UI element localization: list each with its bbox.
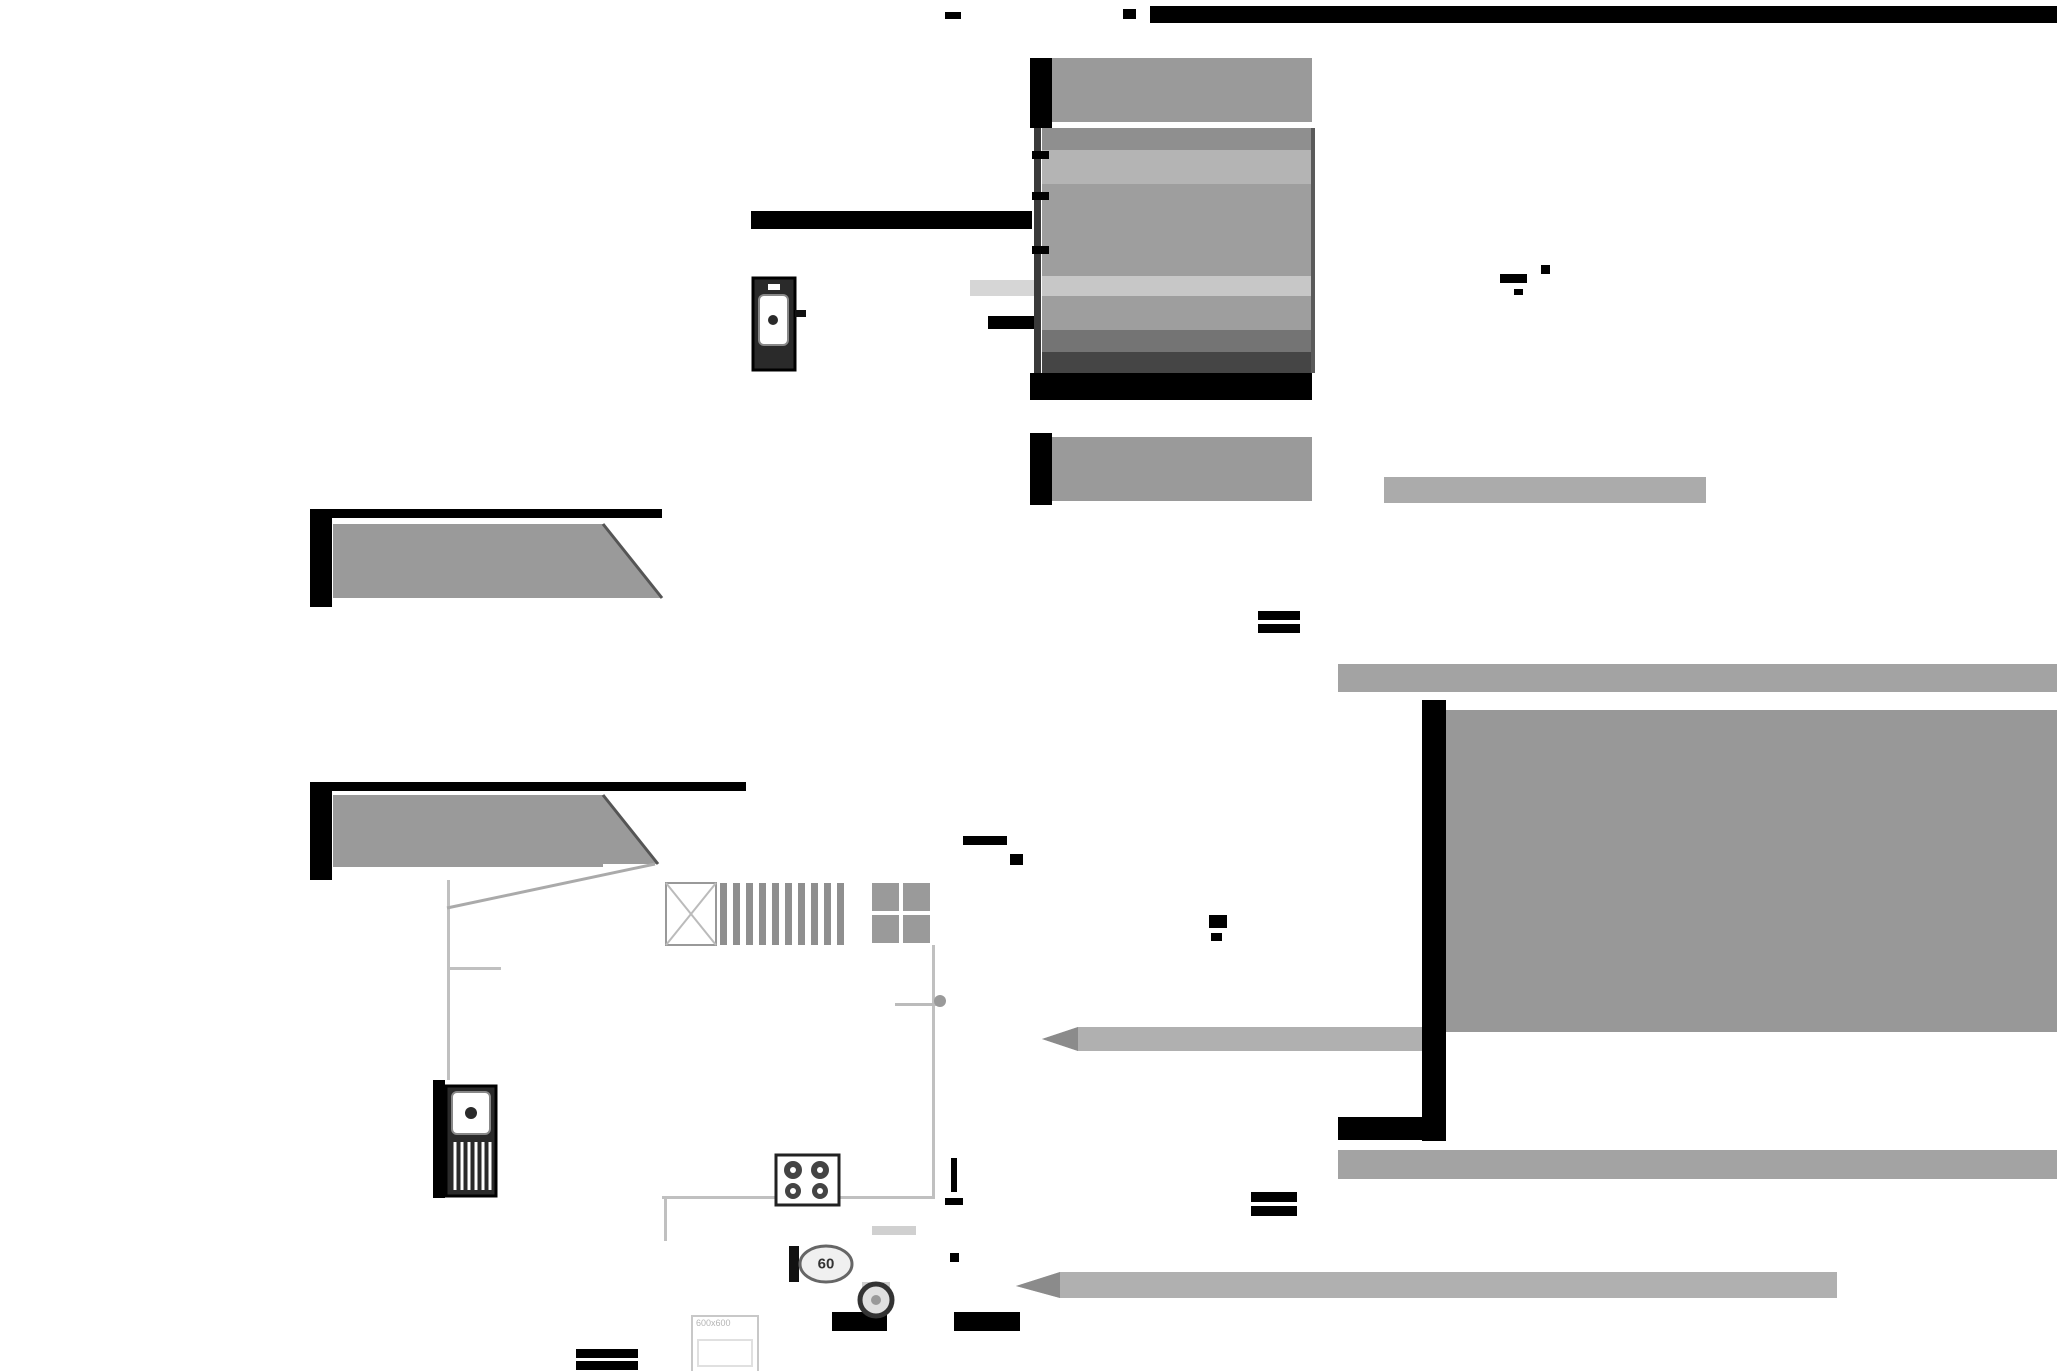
point-mark — [950, 1253, 959, 1262]
stair-tread — [733, 883, 740, 945]
kitchen-wall-top — [751, 211, 1032, 229]
shaft-lower-fill — [1052, 437, 1312, 501]
counter-line-vertical — [932, 945, 935, 1198]
door-mark-tick — [1514, 289, 1523, 295]
window-marks-b-2 — [1251, 1206, 1297, 1216]
counter-line-corner — [664, 1199, 667, 1241]
column-mark-bar — [963, 836, 1007, 845]
balcony-b-wall-left — [310, 784, 332, 880]
toilet-fixture — [857, 1281, 895, 1319]
balcony-a-wall-top — [310, 509, 662, 518]
window-marks-a-2 — [1258, 624, 1300, 633]
stair-tread — [798, 883, 805, 945]
balcony-b-fill — [333, 795, 603, 867]
window-marks-c-1 — [576, 1349, 638, 1358]
stair-mark-tick — [1211, 933, 1222, 941]
handle-line — [895, 1003, 943, 1006]
shaft-band-light — [1042, 150, 1312, 184]
stair-tread — [759, 883, 766, 945]
stair-mark-square — [1209, 915, 1227, 928]
sink-bowl-lower — [451, 1091, 491, 1135]
top-wall-tick-left — [945, 12, 961, 19]
stair-tread — [811, 883, 818, 945]
stair-treads — [720, 883, 844, 945]
door-sill-right — [954, 1312, 1020, 1331]
radiator-stripes — [453, 1142, 492, 1190]
corridor-bar-upper — [1384, 477, 1706, 503]
stair-tread — [720, 883, 727, 945]
shaft-hinge-tick-3 — [1032, 246, 1049, 254]
appliance-size-label: 600x600 — [696, 1318, 731, 1328]
fixture-dash-light — [872, 1226, 916, 1235]
partition-line — [951, 1158, 957, 1192]
door-sill-left — [832, 1312, 887, 1331]
sink-drain-upper — [768, 315, 778, 325]
right-room-fill — [1446, 710, 2057, 1032]
boiler-connection — [789, 1246, 799, 1282]
stair-landing-1 — [872, 883, 899, 911]
stair-tread — [746, 883, 753, 945]
right-room-bar-top — [1338, 664, 2057, 692]
partition-foot — [945, 1198, 963, 1205]
shaft-band-lighter — [1042, 276, 1312, 296]
counter-line-horizontal — [662, 1196, 935, 1199]
right-room-wall-corner — [1338, 1117, 1446, 1140]
sink-tap-tick-upper — [795, 310, 806, 317]
stair-landing-4 — [903, 915, 930, 943]
shaft-ledge-dark — [988, 316, 1034, 329]
stair-tread — [824, 883, 831, 945]
top-boundary-wall — [1150, 6, 2057, 23]
shaft-hinge-tick-2 — [1032, 192, 1049, 200]
shaft-edge-right — [1311, 128, 1315, 373]
stair-landing-3 — [872, 915, 899, 943]
door-swing-line-b — [446, 862, 656, 910]
wall-line-left-horizontal — [447, 967, 501, 970]
stair-shaft-wall-lower-left — [1030, 433, 1052, 505]
section-arrow-a-tip — [1042, 1027, 1078, 1051]
door-mark-dot — [1541, 265, 1550, 274]
top-wall-tick-mid — [1123, 9, 1136, 19]
stair-tread — [837, 883, 844, 945]
wall-line-left-vertical — [447, 880, 450, 1080]
sink-bowl-upper — [758, 294, 789, 346]
section-arrow-b-tip — [1016, 1272, 1060, 1298]
section-arrow-a — [1042, 1027, 1422, 1051]
right-room-wall-vertical — [1422, 700, 1446, 1141]
shaft-ledge-light — [970, 280, 1034, 296]
door-mark-dash — [1500, 274, 1527, 283]
balcony-a-wall-left — [310, 511, 332, 607]
window-marks-b-1 — [1251, 1192, 1297, 1202]
boiler-diameter-label: 60 — [817, 1255, 835, 1273]
shaft-band-dark — [1042, 330, 1312, 352]
stair-shaft-wall-bottom — [1030, 373, 1312, 400]
burner-1 — [784, 1161, 802, 1179]
shaft-band-darker — [1042, 352, 1312, 373]
shaft-band-top — [1042, 128, 1312, 150]
sink-b-wall — [433, 1080, 445, 1198]
stair-tread — [785, 883, 792, 945]
sink-unit-upper — [751, 276, 806, 372]
burner-2 — [811, 1161, 829, 1179]
balcony-a-fill — [333, 524, 603, 598]
shaft-upper-fill — [1052, 58, 1312, 122]
window-marks-a-1 — [1258, 611, 1300, 620]
shaft-hinge-tick-1 — [1032, 151, 1049, 159]
column-mark-square — [1010, 854, 1023, 865]
balcony-a-taper — [601, 523, 664, 599]
stair-shaft-wall-top-left — [1030, 58, 1052, 128]
stair-box — [665, 882, 717, 946]
sink-drain-lower — [465, 1107, 477, 1119]
right-room-bar-bottom — [1338, 1150, 2057, 1179]
balcony-b-wall-top — [310, 782, 746, 791]
sink-unit-lower — [444, 1084, 498, 1198]
window-marks-c-2 — [576, 1361, 638, 1370]
stair-landing-2 — [903, 883, 930, 911]
stair-tread — [772, 883, 779, 945]
sink-faucet-upper — [768, 284, 780, 290]
section-arrow-b — [1016, 1272, 1837, 1298]
